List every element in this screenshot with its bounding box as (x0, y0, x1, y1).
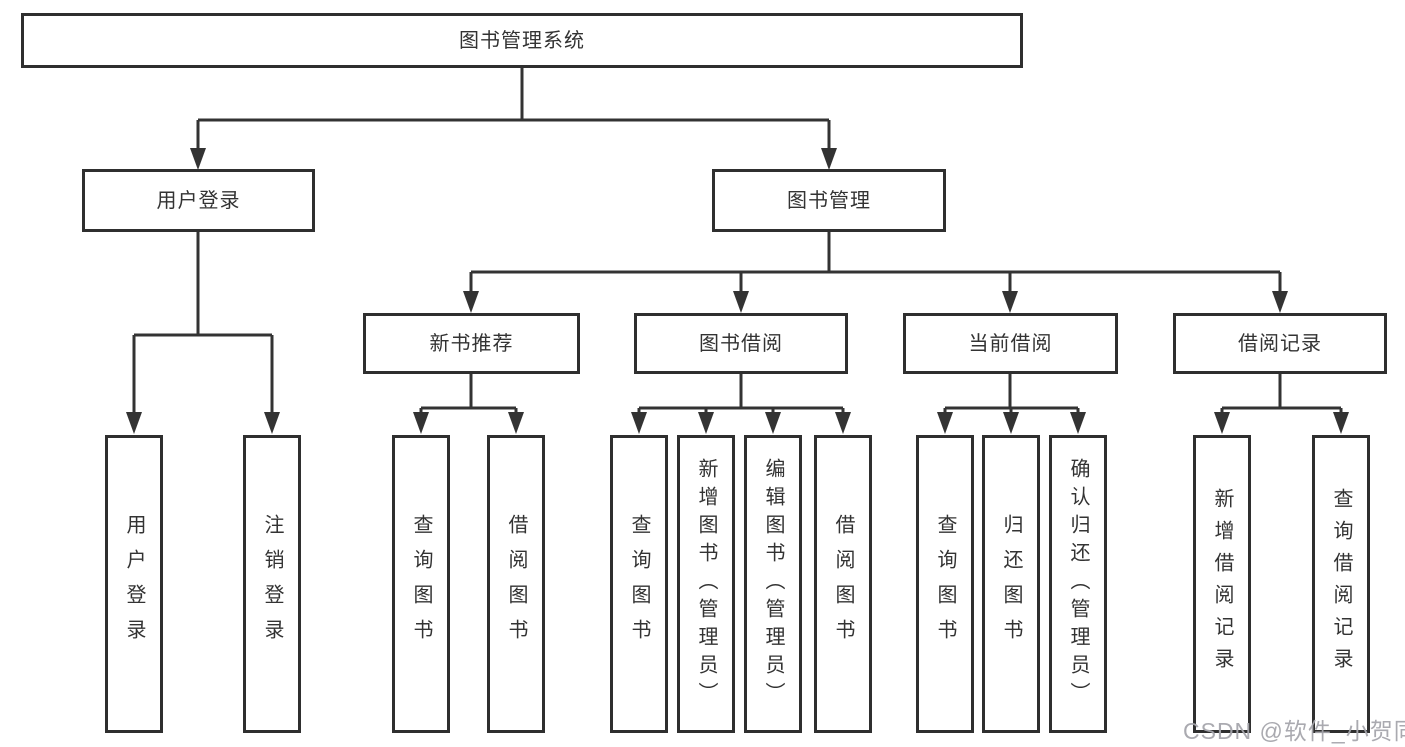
leaf-bb-query-books-label: 查询图书 (628, 514, 650, 654)
node-borrow-records: 借阅记录 (1173, 313, 1387, 374)
leaf-nb-borrow-books: 借阅图书 (487, 435, 545, 733)
watermark: CSDN @软件_小贺同学 (1183, 718, 1405, 744)
leaf-user-login-label: 用户登录 (123, 514, 145, 654)
leaf-br-add-record-label: 新增借阅记录 (1211, 488, 1233, 680)
node-user-login: 用户登录 (82, 169, 315, 232)
leaf-bb-borrow-books: 借阅图书 (814, 435, 872, 733)
node-book-borrow: 图书借阅 (634, 313, 848, 374)
leaf-nb-query-books: 查询图书 (392, 435, 450, 733)
leaf-cb-confirm-return-admin-label: 确认归还（管理员） (1067, 458, 1089, 710)
leaf-nb-borrow-books-label: 借阅图书 (505, 514, 527, 654)
connector-current-borrow-branch (945, 374, 1078, 410)
node-current-borrow: 当前借阅 (903, 313, 1118, 374)
leaf-bb-edit-books-admin: 编辑图书（管理员） (744, 435, 802, 733)
leaf-br-add-record: 新增借阅记录 (1193, 435, 1251, 733)
leaf-logout-label: 注销登录 (261, 514, 283, 654)
leaf-nb-query-books-label: 查询图书 (410, 514, 432, 654)
leaf-cb-return-books-label: 归还图书 (1000, 514, 1022, 654)
leaf-br-query-record: 查询借阅记录 (1312, 435, 1370, 733)
leaf-cb-query-books: 查询图书 (916, 435, 974, 733)
leaf-user-login: 用户登录 (105, 435, 163, 733)
node-new-book-recommend: 新书推荐 (363, 313, 580, 374)
leaf-cb-query-books-label: 查询图书 (934, 514, 956, 654)
node-library-system: 图书管理系统 (21, 13, 1023, 68)
connector-borrow-records-branch (1222, 374, 1341, 410)
leaf-cb-return-books: 归还图书 (982, 435, 1040, 733)
connector-book-borrow-branch (639, 374, 843, 410)
leaf-bb-add-books-admin-label: 新增图书（管理员） (695, 458, 717, 710)
connector-user-login-branch (134, 232, 272, 337)
leaf-bb-borrow-books-label: 借阅图书 (832, 514, 854, 654)
leaf-bb-query-books: 查询图书 (610, 435, 668, 733)
connector-root-branch (198, 68, 829, 122)
connector-book-management-branch (471, 232, 1280, 274)
connector-new-book-branch (421, 374, 516, 410)
node-book-management: 图书管理 (712, 169, 946, 232)
leaf-bb-edit-books-admin-label: 编辑图书（管理员） (762, 458, 784, 710)
leaf-logout: 注销登录 (243, 435, 301, 733)
leaf-br-query-record-label: 查询借阅记录 (1330, 488, 1352, 680)
leaf-cb-confirm-return-admin: 确认归还（管理员） (1049, 435, 1107, 733)
leaf-bb-add-books-admin: 新增图书（管理员） (677, 435, 735, 733)
